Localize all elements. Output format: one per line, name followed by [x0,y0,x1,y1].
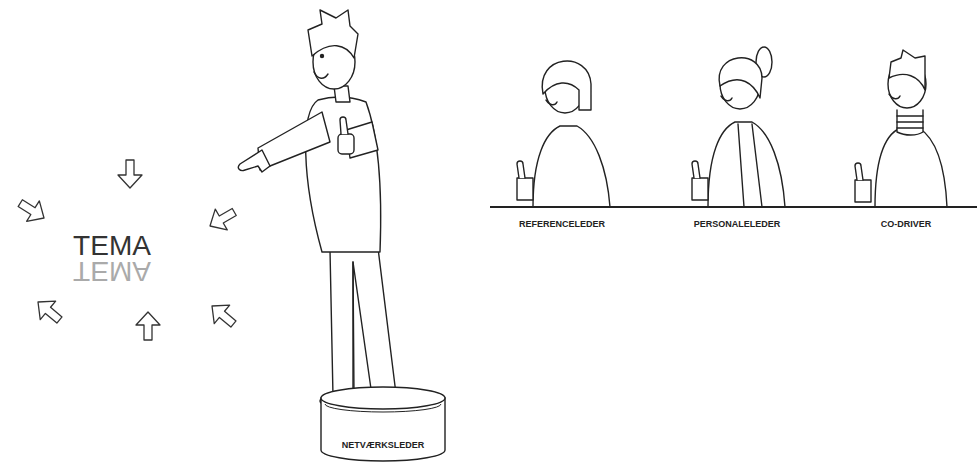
pointing-arm [258,112,330,170]
arrow-symbol [204,202,240,237]
hair [889,50,925,90]
person-figure [855,50,947,207]
pedestal-rim [325,404,441,412]
hair [542,61,591,110]
theme-text: TEMA [73,232,151,260]
pedestal-node: NETVÆRKSLEDER [318,384,448,462]
role-label: CO-DRIVER [881,220,932,229]
mouth [721,96,732,101]
thumb [517,161,525,178]
pedestal-outline [318,384,448,462]
arrow-symbol [204,297,241,333]
mouth [314,72,328,78]
body [875,128,947,207]
eye [321,55,324,58]
thumbs-up-hand [692,178,708,200]
thumbs-up-hand [855,180,871,202]
mouth [889,94,900,99]
thumb [340,117,348,134]
pedestal-top [321,387,445,409]
jacket-lines [738,124,762,207]
theme-reflection: TEMA [73,257,151,285]
role-label: PERSONALELEDER [694,220,781,229]
body [533,126,610,207]
network-leader-figure [238,10,411,407]
node-label: NETVÆRKSLEDER [318,440,448,450]
thumb [692,161,700,178]
collar-lines [897,116,923,128]
thumbs-up-hand [517,178,533,200]
turtleneck [897,110,923,135]
pointing-hand [238,150,270,172]
arrow-symbol [118,160,142,188]
role-label: REFERENCELEDER [519,220,605,229]
hair [308,10,358,58]
body [708,122,785,207]
leg-line [352,262,353,396]
hair [719,58,762,98]
legs [330,248,396,396]
arrow-symbol [136,312,160,340]
person-figure [517,61,610,207]
arrow-symbol [14,193,50,228]
arrow-symbol [30,293,67,329]
mouth [546,100,557,105]
theme-arrows [14,160,241,340]
person-figure [692,47,785,207]
panel-figures [517,47,947,207]
thumb [855,163,863,180]
thumbs-up-hand [338,134,354,154]
table-line [490,206,977,208]
